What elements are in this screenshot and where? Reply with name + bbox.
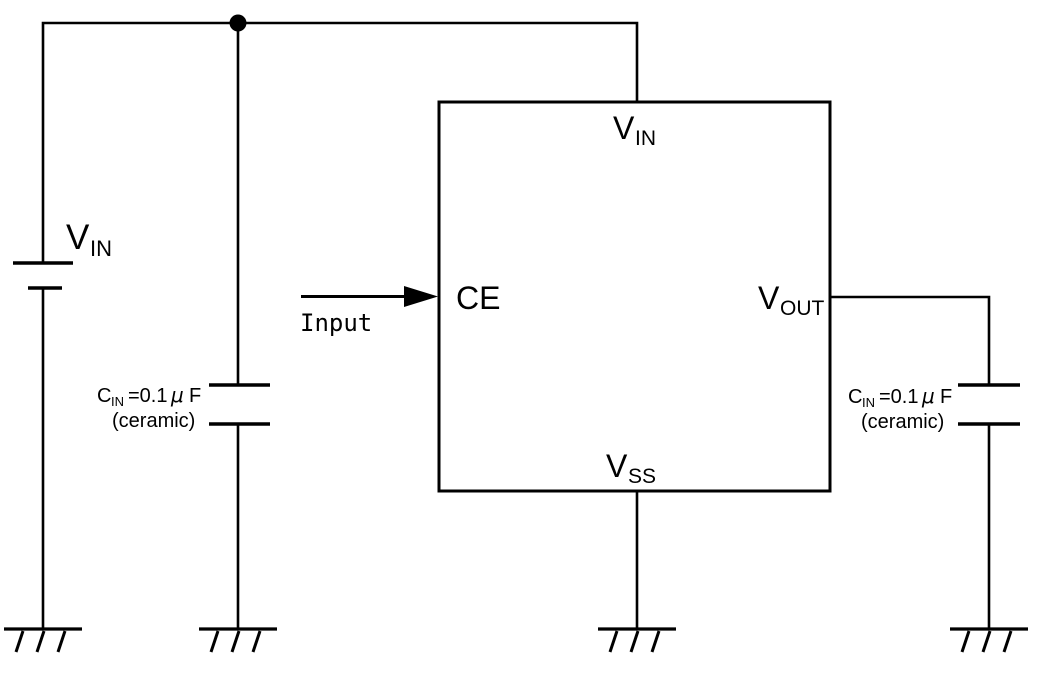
cin-value-amount: =0.1 <box>128 385 167 407</box>
pin-label-vin-subscript: IN <box>635 127 656 150</box>
cin-ref: C <box>97 385 111 407</box>
ground-slash-2 <box>981 630 992 653</box>
input-arrowhead-icon <box>404 286 438 307</box>
cin-note: (ceramic) <box>112 410 195 432</box>
pin-label-vout: V <box>758 280 780 316</box>
ground-slash-3 <box>56 630 67 653</box>
ground-slash-3 <box>251 630 262 653</box>
cin-value-unit: F <box>189 385 201 407</box>
ground-slash-1 <box>209 630 220 653</box>
wire-vin-rail <box>41 21 639 263</box>
wire-vout <box>830 295 991 385</box>
ground-slash-2 <box>230 630 241 653</box>
ground-slash-1 <box>960 630 971 653</box>
pin-label-vss-subscript: SS <box>628 465 656 488</box>
input-label: Input <box>300 309 372 337</box>
ground-slash-2 <box>629 630 640 653</box>
ground-slash-3 <box>650 630 661 653</box>
ground-slash-2 <box>35 630 46 653</box>
pin-label-vout-subscript: OUT <box>780 297 825 320</box>
battery-label-subscript: IN <box>90 236 112 261</box>
ground-slash-1 <box>608 630 619 653</box>
pin-label-vin: V <box>613 110 635 146</box>
cout-note: (ceramic) <box>861 411 944 433</box>
ground-slash-1 <box>14 630 25 653</box>
ground-slash-3 <box>1002 630 1013 653</box>
ground-symbol-vss <box>598 627 676 653</box>
ground-symbol-battery <box>4 627 82 653</box>
cout-value-amount: =0.1 <box>879 386 918 408</box>
cin-value-mu: μ <box>170 383 184 407</box>
battery-label: V <box>66 218 90 257</box>
ground-symbol-cin <box>199 627 277 653</box>
cout-value-mu: μ <box>921 384 935 408</box>
cout-ref-subscript: IN <box>862 395 875 410</box>
cin-ref-subscript: IN <box>111 394 124 409</box>
pin-label-ce: CE <box>456 280 500 316</box>
pin-label-vss: V <box>606 448 628 484</box>
cout-value-unit: F <box>940 386 952 408</box>
cout-ref: C <box>848 386 862 408</box>
ground-symbol-cout <box>950 627 1028 653</box>
